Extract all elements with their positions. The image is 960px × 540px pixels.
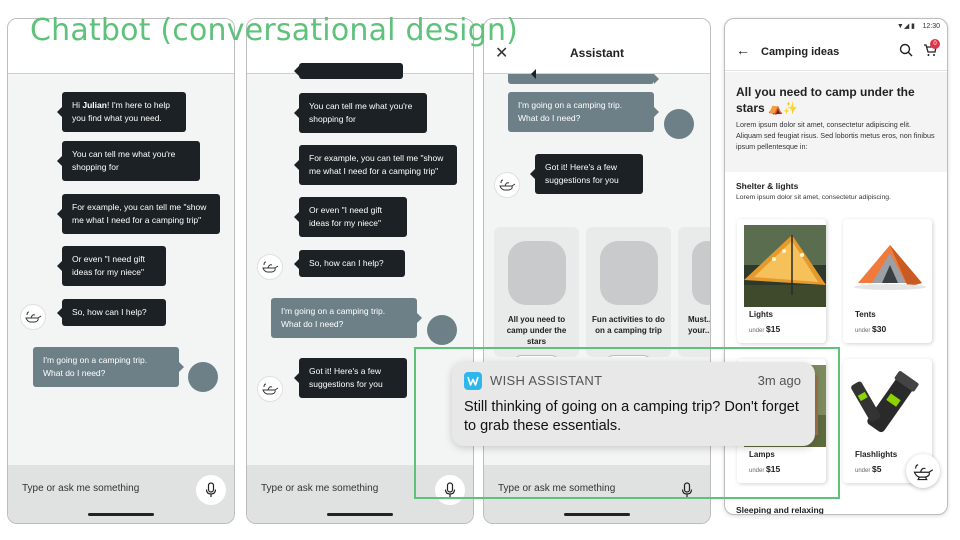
- suggestion-card[interactable]: Fun activities to do on a camping trip: [586, 227, 671, 357]
- hero-body: Lorem ipsum dolor sit amet, consectetur …: [736, 120, 935, 152]
- card-title: All you need to camp under the stars: [506, 315, 567, 346]
- status-time: 12:30: [922, 23, 940, 30]
- product-price: under $15: [749, 324, 781, 334]
- user-avatar: [427, 315, 457, 345]
- tent-image: [850, 225, 932, 307]
- bot-message-partial: [294, 63, 403, 79]
- push-notification[interactable]: WISH ASSISTANT 3m ago Still thinking of …: [452, 362, 815, 446]
- genie-lamp-icon: [257, 376, 283, 402]
- assistant-fab-button[interactable]: [906, 454, 940, 488]
- product-name: Lights: [749, 310, 773, 319]
- microphone-icon: [681, 482, 693, 497]
- mic-button[interactable]: [435, 475, 465, 505]
- user-message: I'm going on a camping trip. What do I n…: [271, 298, 422, 339]
- section-title: Sleeping and relaxing: [736, 505, 824, 515]
- bot-message: Or even "I need gift ideas for my niece": [57, 246, 166, 287]
- bot-message: So, how can I help?: [57, 299, 166, 327]
- cart-badge: 0: [930, 39, 940, 49]
- signal-battery-icon: ▼◢ ▮: [896, 23, 915, 30]
- bot-message: For example, you can tell me "show me wh…: [57, 194, 220, 235]
- notification-time: 3m ago: [757, 373, 801, 388]
- bot-message: You can tell me what you're shopping for: [57, 141, 200, 182]
- lights-image: [744, 225, 826, 307]
- chat-input[interactable]: Type or ask me something: [261, 483, 379, 494]
- user-message-partial: [508, 74, 659, 84]
- bot-message: Got it! Here's a few suggestions for you: [530, 154, 643, 195]
- back-arrow-icon[interactable]: ←: [736, 42, 750, 58]
- image-placeholder: [508, 241, 566, 305]
- notification-app-name: WISH ASSISTANT: [490, 373, 603, 388]
- assistant-header: ✕ Assistant: [484, 19, 710, 74]
- bot-message: You can tell me what you're shopping for: [294, 93, 427, 134]
- bot-message: So, how can I help?: [294, 250, 405, 278]
- genie-lamp-icon: [494, 172, 520, 198]
- card-title: Fun activities to do on a camping trip: [592, 315, 665, 335]
- bot-message: Hi Julian! I'm here to help you find wha…: [57, 92, 186, 133]
- bot-message: Got it! Here's a few suggestions for you: [294, 358, 407, 399]
- product-name: Flashlights: [855, 450, 898, 459]
- home-indicator: [88, 513, 154, 516]
- flashlight-image: [850, 365, 932, 447]
- user-message: I'm going on a camping trip. What do I n…: [508, 92, 659, 133]
- chat-input-bar[interactable]: Type or ask me something: [484, 465, 710, 523]
- wish-app-icon: [464, 372, 482, 390]
- notification-highlight-frame: [414, 347, 840, 499]
- card-title: Must... your...: [688, 315, 711, 335]
- user-avatar: [664, 109, 694, 139]
- image-placeholder: [600, 241, 658, 305]
- suggestion-card[interactable]: All you need to camp under the stars: [494, 227, 579, 357]
- genie-lamp-icon: [913, 464, 934, 481]
- product-card-flashlights[interactable]: Flashlights under $5: [843, 359, 932, 483]
- genie-lamp-icon: [20, 304, 46, 330]
- top-bar: [8, 19, 234, 74]
- phone-screen-1: Hi Julian! I'm here to help you find wha…: [7, 18, 235, 524]
- user-avatar: [188, 362, 218, 392]
- user-name: Julian: [82, 100, 107, 110]
- image-placeholder: [692, 241, 710, 305]
- product-price: under $15: [749, 464, 781, 474]
- product-name: Tents: [855, 310, 876, 319]
- mic-button[interactable]: [196, 475, 226, 505]
- chat-input-bar[interactable]: Type or ask me something: [247, 465, 473, 523]
- page-header: ← Camping ideas 0: [725, 35, 947, 71]
- hero-section: All you need to camp under the stars ⛺✨ …: [725, 72, 947, 172]
- home-indicator: [564, 513, 630, 516]
- microphone-icon: [205, 482, 217, 497]
- microphone-icon: [444, 482, 456, 497]
- user-message: I'm going on a camping trip. What do I n…: [33, 347, 184, 388]
- home-indicator: [327, 513, 393, 516]
- product-name: Lamps: [749, 450, 775, 459]
- product-price: under $30: [855, 324, 887, 334]
- page-title: Chatbot (conversational design): [30, 13, 519, 48]
- bot-message: For example, you can tell me "show me wh…: [294, 145, 457, 186]
- status-bar: ▼◢ ▮ 12:30: [725, 19, 947, 35]
- bot-message: Or even "I need gift ideas for my niece": [294, 197, 407, 238]
- search-icon[interactable]: [899, 43, 913, 62]
- chat-input[interactable]: Type or ask me something: [22, 483, 140, 494]
- product-card-tents[interactable]: Tents under $30: [843, 219, 932, 343]
- product-price: under $5: [855, 464, 882, 474]
- suggestion-card[interactable]: Must... your...: [678, 227, 711, 357]
- phone-screen-2: You can tell me what you're shopping for…: [246, 18, 474, 524]
- notification-body: Still thinking of going on a camping tri…: [464, 399, 799, 434]
- genie-lamp-icon: [257, 254, 283, 280]
- mic-button[interactable]: [672, 475, 702, 505]
- header-title: Camping ideas: [761, 46, 840, 58]
- section-body: Lorem ipsum dolor sit amet, consectetur …: [736, 194, 891, 201]
- cart-icon[interactable]: 0: [923, 39, 940, 62]
- chat-input[interactable]: Type or ask me something: [498, 483, 616, 494]
- assistant-title: Assistant: [569, 46, 625, 60]
- hero-title: All you need to camp under the stars ⛺✨: [736, 85, 915, 115]
- product-card-lights[interactable]: Lights under $15: [737, 219, 826, 343]
- chat-input-bar[interactable]: Type or ask me something: [8, 465, 234, 523]
- section-title: Shelter & lights: [736, 181, 799, 191]
- close-icon[interactable]: ✕: [495, 45, 509, 62]
